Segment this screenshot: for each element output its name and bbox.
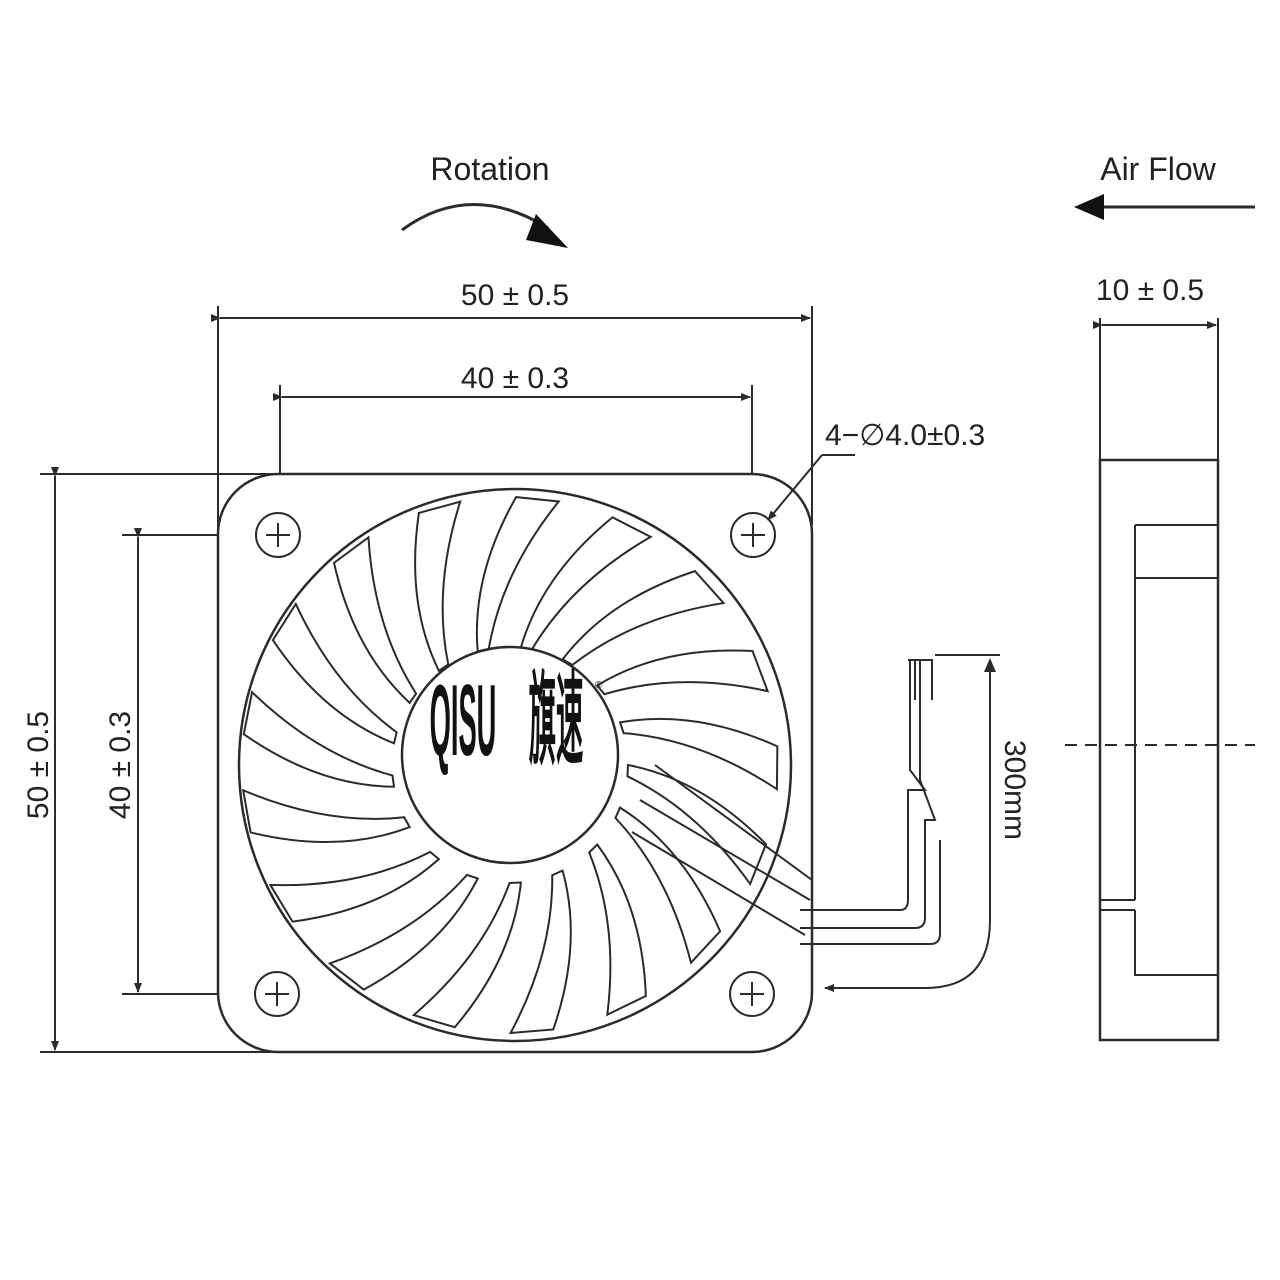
rotation-arrow-head [526, 214, 568, 248]
fan-blade [626, 763, 768, 887]
mounting-hole-top-left [255, 512, 301, 558]
brand-logo: QISU 旗速 ® [430, 664, 603, 777]
outer-height-label: 50 ± 0.5 [22, 711, 55, 819]
fan-blade [411, 881, 522, 1029]
fan-blade [268, 850, 441, 923]
fan-cable: 300mm [800, 654, 1031, 992]
fan-blade [595, 649, 770, 696]
inner-height-label: 40 ± 0.3 [104, 711, 137, 819]
fan-blade [614, 806, 722, 965]
fan-opening [237, 487, 793, 1043]
fan-blade [327, 873, 480, 991]
inner-width-label: 40 ± 0.3 [461, 362, 569, 395]
mounting-hole-bottom-right [729, 971, 775, 1017]
registered-mark: ® [595, 680, 603, 691]
fan-frame [216, 472, 814, 1054]
fan-blade [475, 496, 561, 653]
hole-spec-label: 4−∅4.0±0.3 [825, 419, 985, 452]
side-profile-frame [1098, 458, 1220, 1042]
fan-blade [242, 690, 396, 788]
brand-latin-text: QISU [430, 664, 497, 777]
outer-width-label: 50 ± 0.5 [461, 279, 569, 312]
air-flow-label: Air Flow [1100, 151, 1216, 187]
fan-blade [519, 516, 653, 651]
fan-blade [332, 535, 418, 705]
brand-chinese-text: 旗速 [529, 664, 584, 777]
airflow-indicator: Air Flow [1074, 151, 1255, 220]
cable-length-label: 300mm [998, 740, 1031, 840]
thickness-label: 10 ± 0.5 [1096, 274, 1204, 307]
fan-blade [561, 569, 726, 667]
mounting-hole-bottom-left [254, 971, 300, 1017]
fan-blade [618, 717, 779, 792]
rotation-arrow [401, 203, 549, 232]
cable-length-dimension-line [824, 660, 991, 992]
fan-blade [508, 869, 572, 1035]
fan-blade [588, 842, 647, 1017]
fan-blade [241, 788, 412, 844]
fan-hub [400, 645, 620, 865]
fan-blade [271, 601, 398, 745]
airflow-arrow-head [1074, 194, 1104, 220]
front-view-dimensions: 50 ± 0.5 40 ± 0.3 50 ± 0.5 40 ± 0.3 4−∅4… [22, 279, 985, 1053]
rotation-indicator: Rotation [401, 151, 568, 248]
mounting-hole-top-right [730, 512, 776, 558]
motor-support-strut [631, 764, 813, 936]
fan-front-view: QISU 旗速 ® [216, 472, 814, 1054]
fan-blade [414, 500, 462, 673]
hole-leader-line [767, 454, 823, 521]
fan-side-view: 10 ± 0.5 [1065, 274, 1255, 1042]
rotation-label: Rotation [430, 151, 549, 187]
